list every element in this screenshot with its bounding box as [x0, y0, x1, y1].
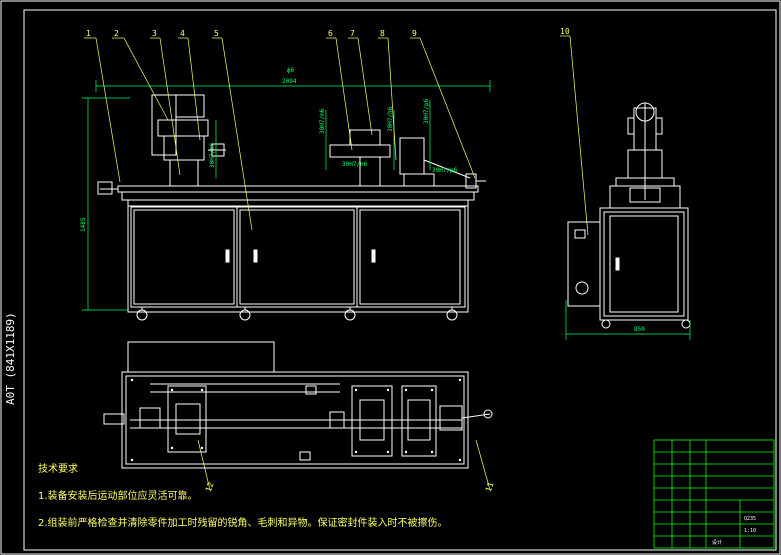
balloon-6: 6 — [328, 29, 333, 38]
balloon-8: 8 — [380, 29, 385, 38]
dim-overall-length: 2094 — [282, 78, 297, 85]
inner-border — [23, 9, 777, 551]
balloon-4: 4 — [180, 29, 185, 38]
top-view — [103, 341, 493, 469]
top-view-rivets — [130, 378, 462, 462]
balloon-7: 7 — [350, 29, 355, 38]
title-scale: 1:10 — [744, 528, 756, 534]
balloon-numbers: 1 2 3 4 5 6 7 8 9 10 11 12 — [86, 27, 570, 493]
title-block-text: Q235 1:10 设计 — [712, 516, 756, 546]
title-designer: 设计 — [712, 539, 722, 546]
balloon-12: 12 — [204, 481, 216, 493]
title-block — [653, 439, 775, 549]
balloon-11: 11 — [484, 481, 496, 493]
side-view — [567, 102, 691, 329]
technical-requirements: 技术要求 1.装备安装后运动部位应灵活可靠。 2.组装前严格检查并清除零件加工时… — [38, 460, 448, 541]
front-dimension-text: 2094 ф6 1485 30H7/n6 30H7/m6 30H7/h6 30H… — [80, 67, 458, 232]
tech-item-2: 2.组装前严格检查并清除零件加工时残留的锐角、毛刺和异物。保证密封件装入时不被擦… — [38, 518, 448, 529]
balloon-3: 3 — [152, 29, 157, 38]
dim-fit-e: 30H7/n6 — [342, 161, 368, 168]
balloon-9: 9 — [412, 29, 417, 38]
dim-fit-f: 30H7/p6 — [432, 167, 458, 174]
tech-heading: 技术要求 — [38, 464, 78, 475]
dim-right-width: 850 — [634, 326, 645, 333]
dim-height: 1485 — [80, 217, 87, 232]
dim-fit-d: 30H7/p6 — [423, 98, 430, 124]
front-dimensions — [82, 80, 491, 311]
dim-fit-b: 30H7/m6 — [319, 108, 326, 134]
sheet-size-code: A0T (841X1189) — [4, 312, 17, 405]
dim-top-label: ф6 — [287, 67, 295, 74]
balloon-1: 1 — [86, 29, 91, 38]
dim-fit-a: 30H7/n6 — [209, 142, 216, 168]
balloon-10: 10 — [560, 27, 570, 36]
front-view — [97, 94, 486, 321]
title-material: Q235 — [744, 516, 756, 522]
balloon-5: 5 — [214, 29, 219, 38]
balloon-2: 2 — [114, 29, 119, 38]
dim-fit-c: 30H7/h6 — [387, 106, 394, 132]
side-dimensions — [565, 300, 691, 340]
tech-item-1: 1.装备安装后运动部位应灵活可靠。 — [38, 491, 198, 502]
leader-lines — [84, 35, 589, 491]
